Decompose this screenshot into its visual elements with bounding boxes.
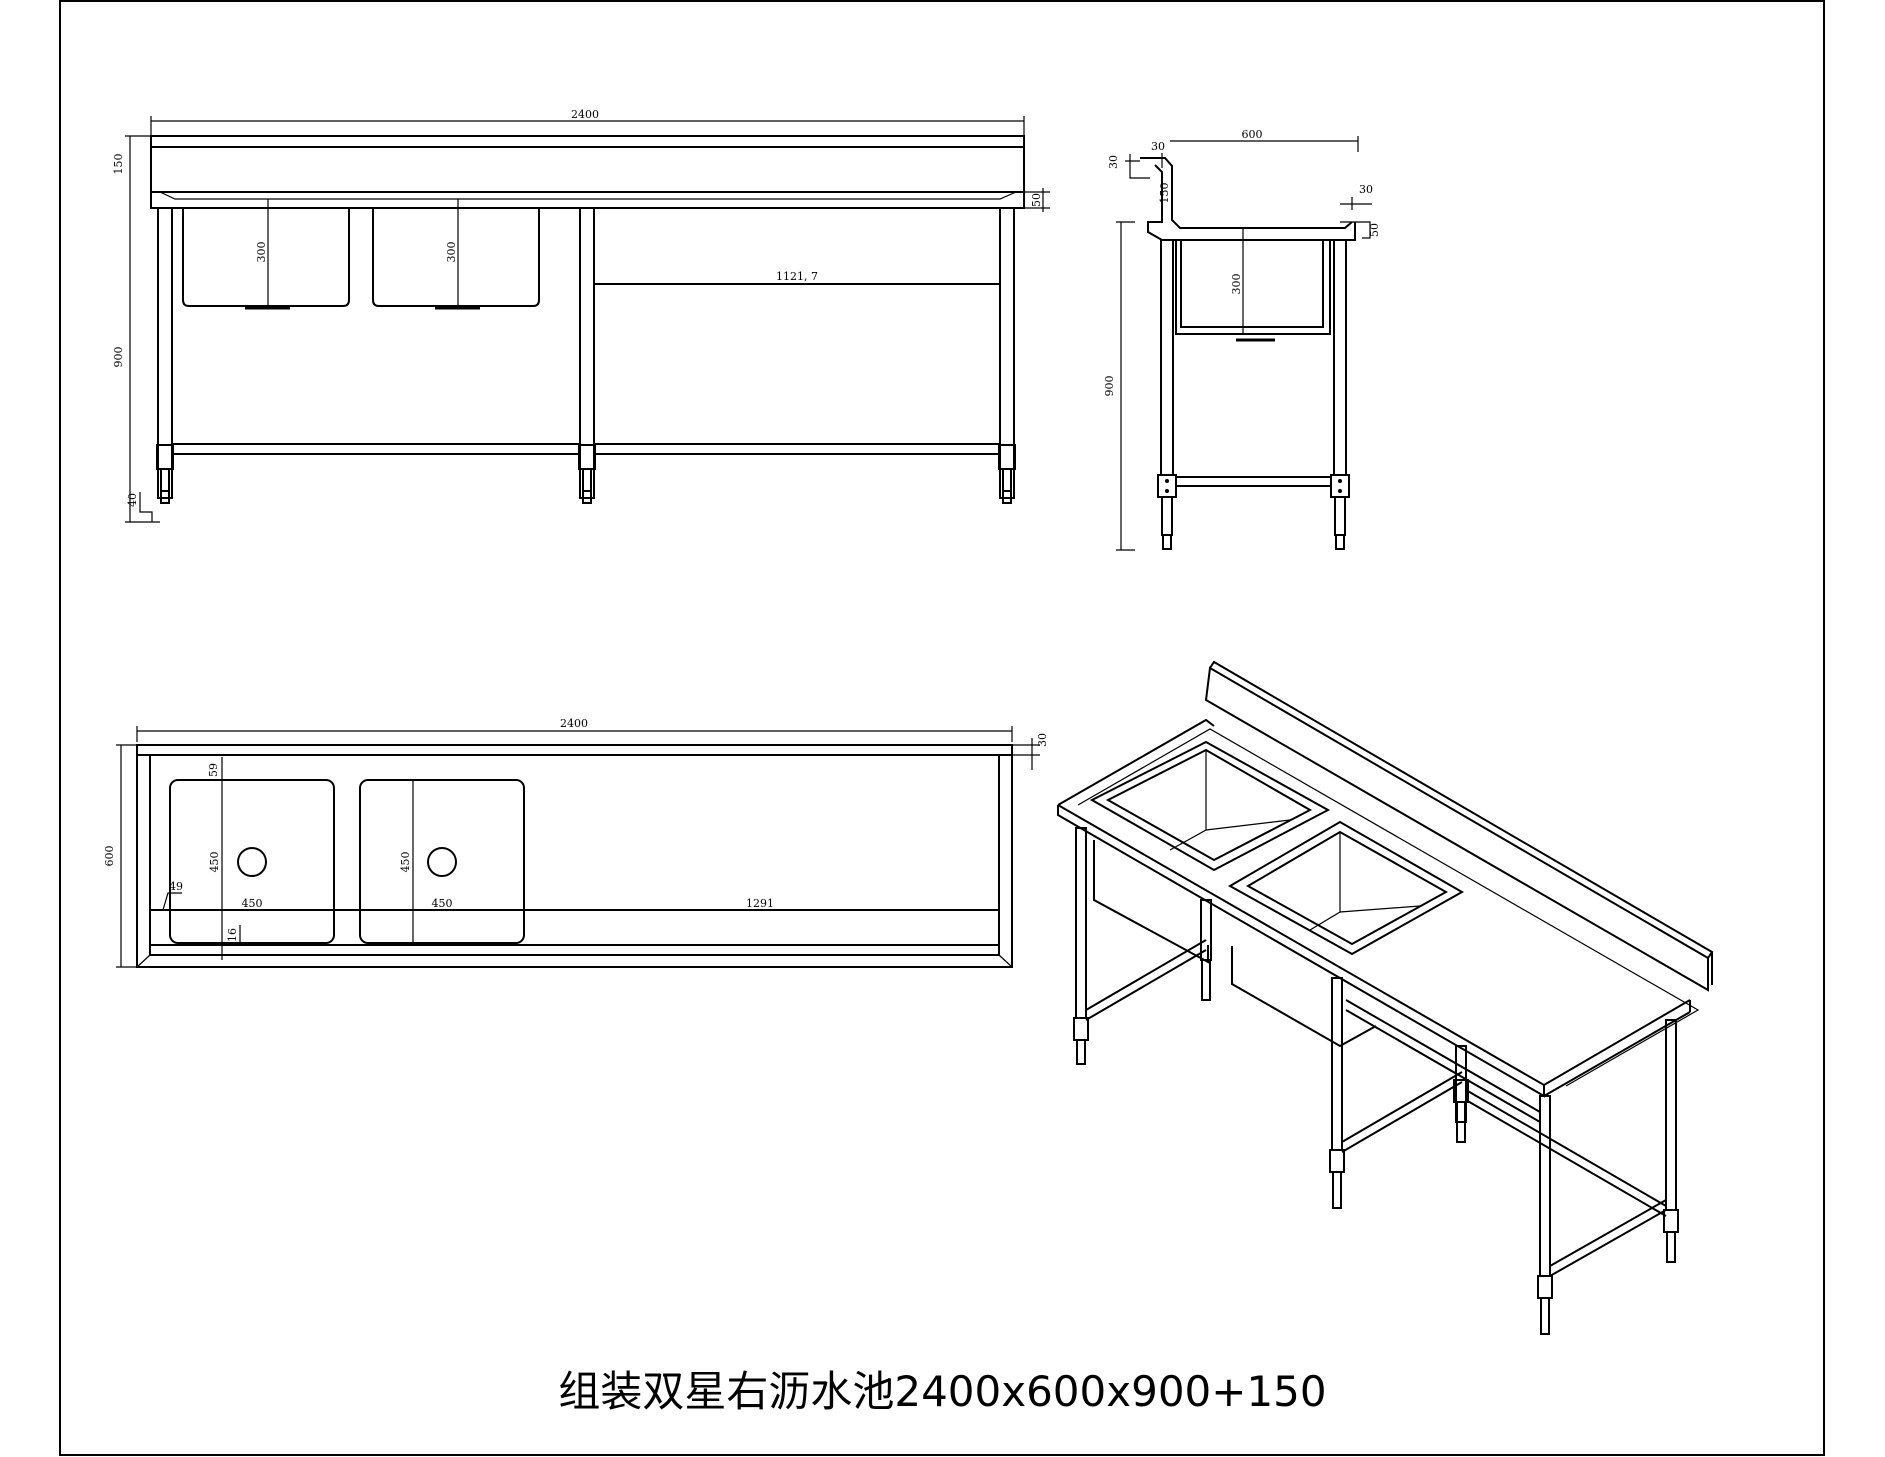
side-dim-top-30b: 30 [1151, 140, 1165, 153]
front-dim-width: 2400 [571, 108, 599, 121]
front-dim-drainboard: 1121, 7 [776, 270, 818, 283]
side-dim-top-30a: 30 [1107, 155, 1120, 169]
isometric-view [1057, 660, 1714, 1335]
top-dim-edge: 30 [1036, 733, 1049, 747]
top-dim-depth: 600 [103, 846, 116, 867]
front-dim-height: 900 [112, 347, 125, 368]
top-dim-bowl-width-1: 450 [242, 897, 263, 910]
top-view: 2400 59 450 450 450 450 1291 49 16 600 3… [103, 717, 1049, 968]
front-dim-sink-depth-2: 300 [445, 242, 458, 263]
side-view: 600 30 30 150 30 50 300 [1103, 128, 1381, 551]
front-dim-backsplash: 150 [112, 154, 125, 175]
top-dim-drainboard: 1291 [746, 897, 774, 910]
front-dim-sink-depth-1: 300 [255, 242, 268, 263]
top-dim-bowl-depth-1: 450 [208, 852, 221, 873]
top-dim-bowl-width-2: 450 [432, 897, 453, 910]
side-dim-backsplash: 150 [1158, 183, 1171, 204]
side-dim-height: 900 [1103, 376, 1116, 397]
side-dim-depth: 600 [1242, 128, 1263, 141]
top-dim-width: 2400 [560, 717, 588, 730]
top-dim-bowl-depth-2: 450 [399, 852, 412, 873]
side-dim-front-30: 30 [1359, 183, 1373, 196]
front-view: 2400 1121, 7 300 300 [112, 108, 1050, 523]
side-dim-sink-depth: 300 [1230, 274, 1243, 295]
front-dim-edge: 50 [1030, 193, 1043, 207]
top-dim-left-offset: 49 [169, 880, 183, 893]
top-dim-gap: 16 [226, 928, 239, 942]
top-dim-back-offset: 59 [207, 763, 220, 777]
drawing-frame [59, 0, 1825, 1456]
side-dim-edge: 50 [1368, 223, 1381, 237]
front-dim-foot: 40 [126, 493, 139, 507]
drawing-title: 组装双星右沥水池2400x600x900+150 [558, 1367, 1327, 1416]
